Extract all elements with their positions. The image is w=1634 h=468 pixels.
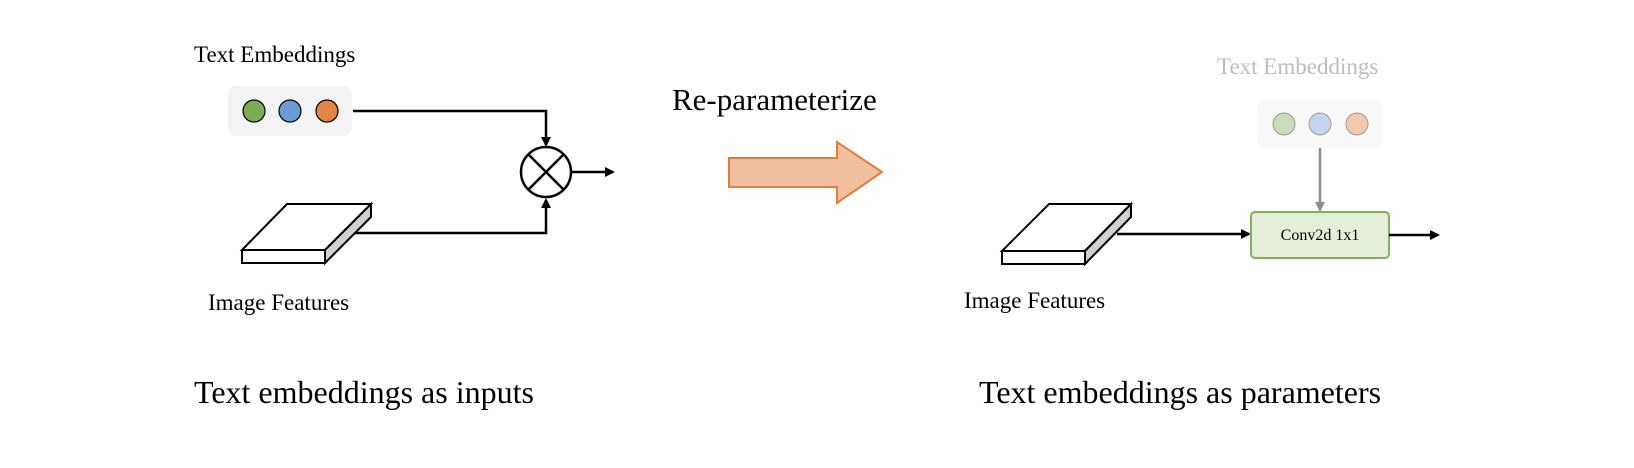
image-features-label: Image Features <box>964 288 1105 313</box>
left-panel: Text Embeddings Image Features Text embe… <box>194 42 615 410</box>
image-features-label: Image Features <box>208 290 349 315</box>
embedding-dot <box>1345 112 1369 136</box>
right-arrow-icon <box>728 140 884 205</box>
right-caption: Text embeddings as parameters <box>979 374 1381 410</box>
right-panel: Text Embeddings Conv2d 1x1 Image Feature… <box>964 54 1440 410</box>
reparameterize-label: Re-parameterize <box>672 82 877 117</box>
embedding-dot <box>1308 112 1332 136</box>
embedding-to-multiply-arrow <box>353 109 551 147</box>
conv2d-label: Conv2d 1x1 <box>1281 227 1360 244</box>
multiply-icon <box>519 145 573 199</box>
left-caption: Text embeddings as inputs <box>194 374 534 410</box>
embedding-dot <box>278 99 302 123</box>
text-embeddings-label-faded: Text Embeddings <box>1217 54 1378 79</box>
image-features-slab-icon <box>999 201 1134 267</box>
features-to-multiply-arrow <box>355 198 551 235</box>
embedding-dot <box>315 99 339 123</box>
reparameterize-transition: Re-parameterize <box>672 82 884 205</box>
embedding-dot <box>242 99 266 123</box>
embedding-dot <box>1272 112 1296 136</box>
image-features-slab-icon <box>239 201 374 266</box>
text-embeddings-label: Text Embeddings <box>194 42 355 67</box>
